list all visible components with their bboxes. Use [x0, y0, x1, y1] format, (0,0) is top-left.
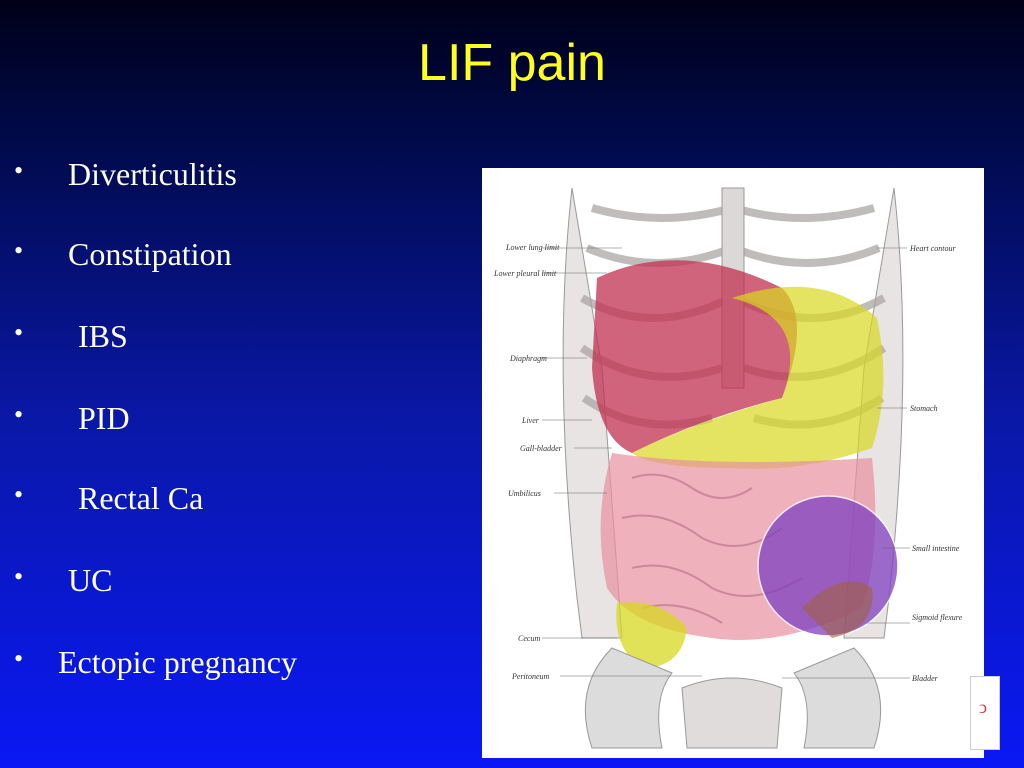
bullet-text: UC — [68, 562, 113, 598]
fig-label: Heart contour — [909, 244, 956, 253]
bullet-dot: • — [14, 156, 24, 185]
fig-label: Peritoneum — [511, 672, 550, 681]
liver-highlight — [592, 260, 797, 453]
stomach-highlight — [632, 286, 884, 469]
sigmoid-highlight — [802, 581, 873, 638]
fig-label: Diaphragm — [509, 354, 547, 363]
bullet-text: PID — [78, 400, 130, 436]
bullet-dot: • — [14, 480, 24, 509]
fig-label: Gall-bladder — [520, 444, 563, 453]
cecum-highlight — [616, 602, 687, 668]
fig-label: Liver — [521, 416, 540, 425]
anatomy-figure: Lower lung limit Lower pleural limit Dia… — [482, 168, 984, 758]
fig-label: Cecum — [518, 634, 540, 643]
fig-label: Bladder — [912, 674, 939, 683]
bullet-text: Rectal Ca — [78, 480, 204, 516]
fig-label: Lower lung limit — [505, 243, 560, 252]
bullet-text: Diverticulitis — [68, 156, 237, 192]
abdomen-illustration: Lower lung limit Lower pleural limit Dia… — [482, 168, 984, 758]
corner-logo-stamp: ↄ — [970, 676, 1000, 750]
fig-label: Sigmoid flexure — [912, 613, 963, 622]
bullet-text: IBS — [78, 318, 128, 354]
bullet-dot: • — [14, 644, 24, 673]
bullet-dot: • — [14, 318, 24, 347]
bullet-dot: • — [14, 236, 24, 265]
fig-label: Umbilicus — [508, 489, 541, 498]
fig-label: Lower pleural limit — [493, 269, 557, 278]
stamp-mark-icon: ↄ — [979, 697, 987, 717]
fig-label: Small intestine — [912, 544, 960, 553]
bullet-dot: • — [14, 562, 24, 591]
bullet-dot: • — [14, 400, 24, 429]
slide-title: LIF pain — [418, 34, 606, 92]
fig-label: Stomach — [910, 404, 938, 413]
bullet-text: Constipation — [68, 236, 232, 272]
bullet-text: Ectopic pregnancy — [58, 644, 297, 680]
